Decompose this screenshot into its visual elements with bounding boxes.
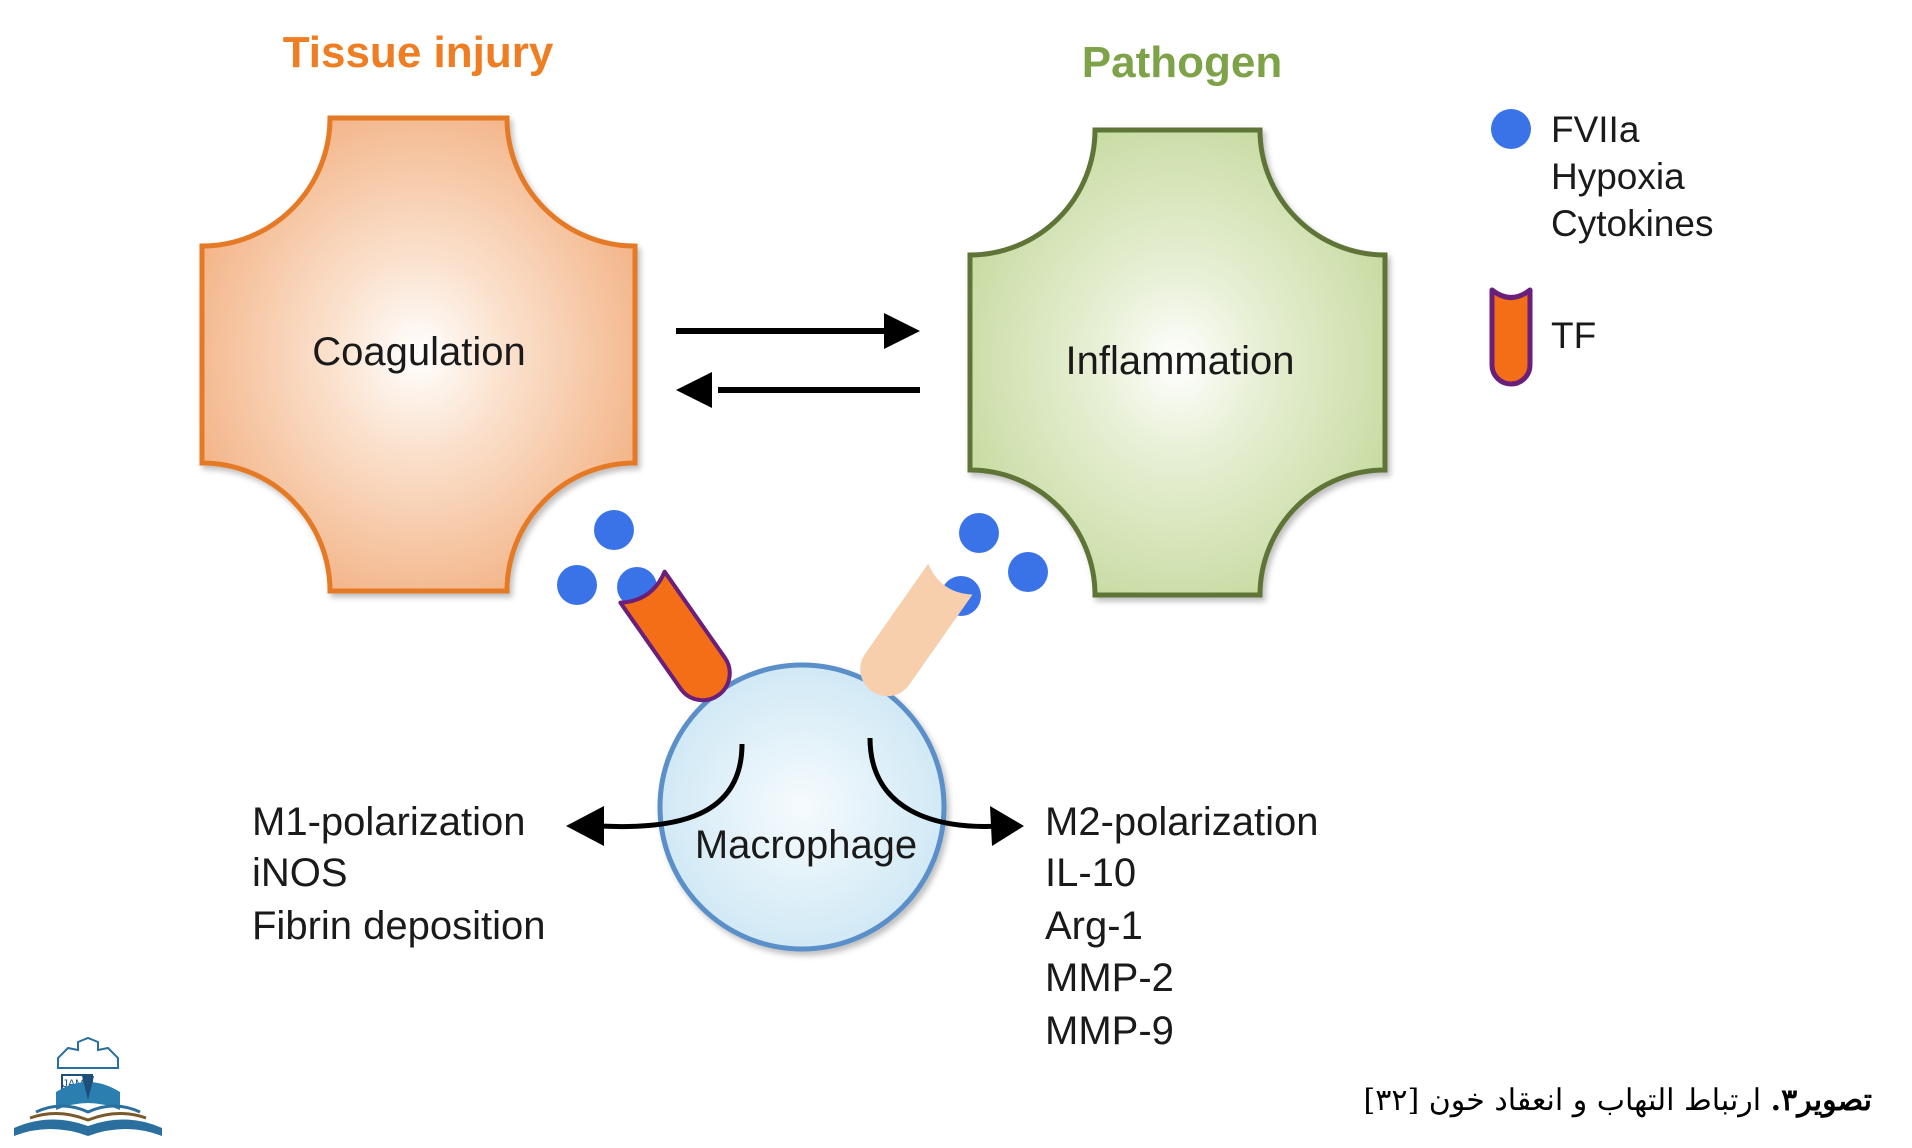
m2-mmp9: MMP-9 (1045, 1009, 1174, 1053)
inflammation-label: Inflammation (1066, 339, 1295, 383)
m1-curved-arrow (566, 743, 745, 846)
legend-hypoxia: Hypoxia (1551, 156, 1685, 197)
legend-cytokines: Cytokines (1551, 203, 1713, 244)
tissue-injury-title: Tissue injury (283, 28, 554, 77)
inflammation-shape (967, 127, 1388, 598)
forward-arrow (676, 313, 920, 349)
fviia-dot (594, 510, 634, 550)
coagulation-shape (199, 115, 638, 594)
macrophage-label: Macrophage (695, 823, 917, 867)
fviia-dot (557, 565, 597, 605)
macrophage-cell (657, 662, 947, 952)
figure-caption: تصویر۳. ارتباط التهاب و انعقاد خون [۳۲] (1364, 1083, 1872, 1118)
jams-logo: JAMS (14, 1036, 162, 1136)
reverse-arrow (676, 372, 920, 408)
legend-tf-receptor-icon (1489, 287, 1533, 387)
figure-caption-text: ارتباط التهاب و انعقاد خون [۳۲] (1363, 1083, 1771, 1118)
tf-receptor-faded-icon (860, 563, 973, 697)
m2-polarization: M2-polarization (1045, 800, 1318, 844)
m2-arg1: Arg-1 (1045, 904, 1143, 948)
m1-polarization: M1-polarization (252, 800, 525, 844)
fviia-dot (1008, 552, 1048, 592)
m2-il10: IL-10 (1045, 851, 1136, 895)
fviia-dot (959, 513, 999, 553)
legend-fviia: FVIIa (1551, 109, 1640, 150)
figure-caption-label: تصویر۳. (1770, 1083, 1872, 1118)
tf-receptor-active-icon (618, 569, 732, 703)
m2-mmp2: MMP-2 (1045, 956, 1174, 1000)
legend-tf: TF (1551, 315, 1596, 356)
coagulation-label: Coagulation (312, 330, 526, 374)
m1-fibrin-deposition: Fibrin deposition (252, 904, 546, 948)
m1-inos: iNOS (252, 851, 348, 895)
legend-fviia-dot (1491, 109, 1531, 149)
m2-curved-arrow (867, 737, 1024, 846)
pathogen-title: Pathogen (1082, 38, 1282, 87)
